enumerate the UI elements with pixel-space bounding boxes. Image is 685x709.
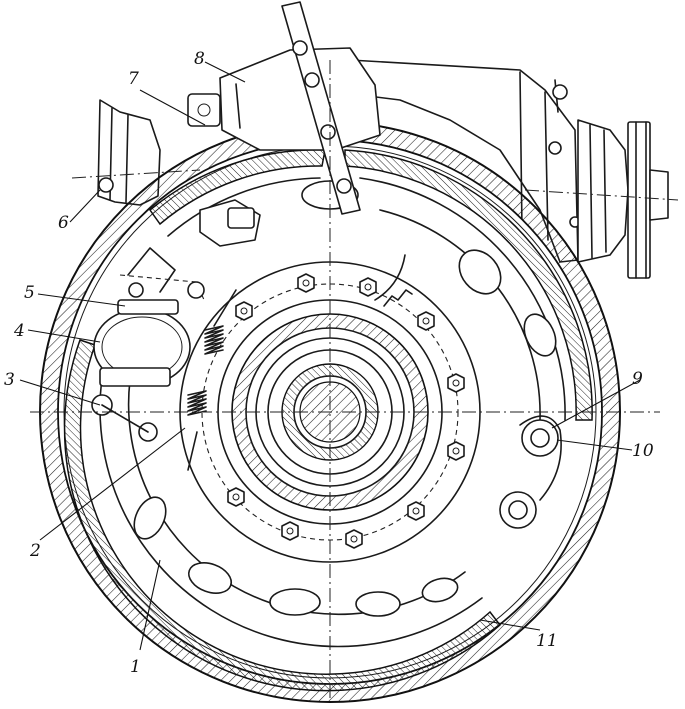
nut [447, 373, 465, 393]
callout-1: 1 [130, 657, 141, 677]
wheel-cylinder [93, 247, 206, 387]
top-bracket [187, 1, 381, 247]
nut [297, 273, 315, 293]
callout-3: 3 [4, 370, 15, 390]
nut [281, 521, 299, 541]
nut [227, 487, 245, 507]
nut [447, 441, 465, 461]
callout-7: 7 [128, 69, 139, 89]
anchor-pins [91, 394, 562, 529]
wheel-nuts [227, 273, 465, 549]
callout-labels: 1 2 3 4 5 6 7 8 9 10 11 [4, 49, 654, 677]
callout-5: 5 [24, 283, 35, 303]
callout-11: 11 [536, 631, 558, 651]
nut [359, 277, 377, 297]
callout-6: 6 [58, 213, 69, 233]
callout-10: 10 [632, 441, 654, 461]
callout-2: 2 [29, 541, 41, 561]
brake-shoes [63, 149, 593, 692]
return-springs [187, 254, 413, 471]
center-lines [30, 60, 660, 700]
nut [407, 501, 425, 521]
callout-8: 8 [194, 49, 205, 69]
nut [417, 311, 435, 331]
leader-lines [19, 61, 641, 651]
brake-chamber [524, 119, 679, 279]
nut [345, 529, 363, 549]
callout-9: 9 [632, 369, 643, 389]
callout-4: 4 [13, 321, 25, 341]
nut [235, 301, 253, 321]
